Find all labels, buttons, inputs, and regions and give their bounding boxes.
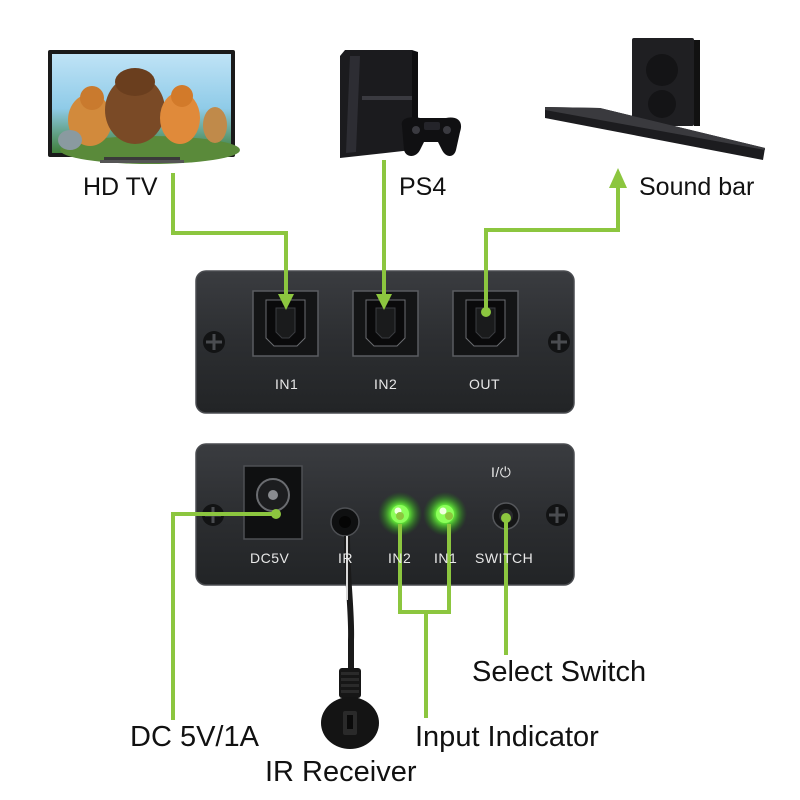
power-symbol: I/⏻ bbox=[491, 464, 512, 480]
led-in2-label: IN2 bbox=[388, 550, 412, 566]
ir-receiver-callout: IR Receiver bbox=[265, 756, 417, 788]
connector-dot bbox=[501, 513, 511, 523]
arrow-icon bbox=[278, 294, 294, 310]
connector-tv-in1 bbox=[171, 173, 288, 300]
input-indicator-callout: Input Indicator bbox=[415, 721, 599, 753]
connector-dot bbox=[271, 509, 281, 519]
select-switch-callout: Select Switch bbox=[472, 656, 647, 688]
ps4-image bbox=[340, 50, 462, 158]
port-label-out: OUT bbox=[469, 376, 501, 392]
ps4-label: PS4 bbox=[399, 173, 447, 201]
port-label-in1: IN1 bbox=[275, 376, 299, 392]
connector-dot bbox=[396, 512, 404, 520]
arrow-icon bbox=[376, 294, 392, 310]
connector-dot bbox=[445, 512, 453, 520]
dc-power-jack[interactable] bbox=[243, 465, 303, 540]
arrow-icon bbox=[609, 168, 627, 188]
ir-label: IR bbox=[338, 550, 353, 566]
dc5v-label: DC5V bbox=[250, 550, 290, 566]
screw-icon bbox=[203, 331, 225, 353]
optical-port-in2[interactable] bbox=[352, 290, 419, 357]
led-in1-label: IN1 bbox=[434, 550, 458, 566]
dc-callout: DC 5V/1A bbox=[130, 721, 259, 753]
sound-bar-image bbox=[545, 38, 765, 160]
connector-dot bbox=[481, 307, 491, 317]
port-label-in2: IN2 bbox=[374, 376, 398, 392]
sound-bar-label: Sound bar bbox=[639, 173, 755, 201]
ir-receiver-cable bbox=[321, 535, 379, 749]
back-panel bbox=[195, 443, 575, 586]
hd-tv-label: HD TV bbox=[83, 173, 158, 201]
switch-label: SWITCH bbox=[475, 550, 534, 566]
hd-tv-image bbox=[48, 50, 240, 164]
ir-jack[interactable] bbox=[330, 507, 360, 537]
screw-icon bbox=[546, 504, 568, 526]
screw-icon bbox=[548, 331, 570, 353]
optical-port-in1[interactable] bbox=[252, 290, 319, 357]
led-in1 bbox=[423, 492, 467, 536]
connector-out-soundbar bbox=[484, 180, 620, 312]
connector-dc bbox=[171, 512, 276, 720]
